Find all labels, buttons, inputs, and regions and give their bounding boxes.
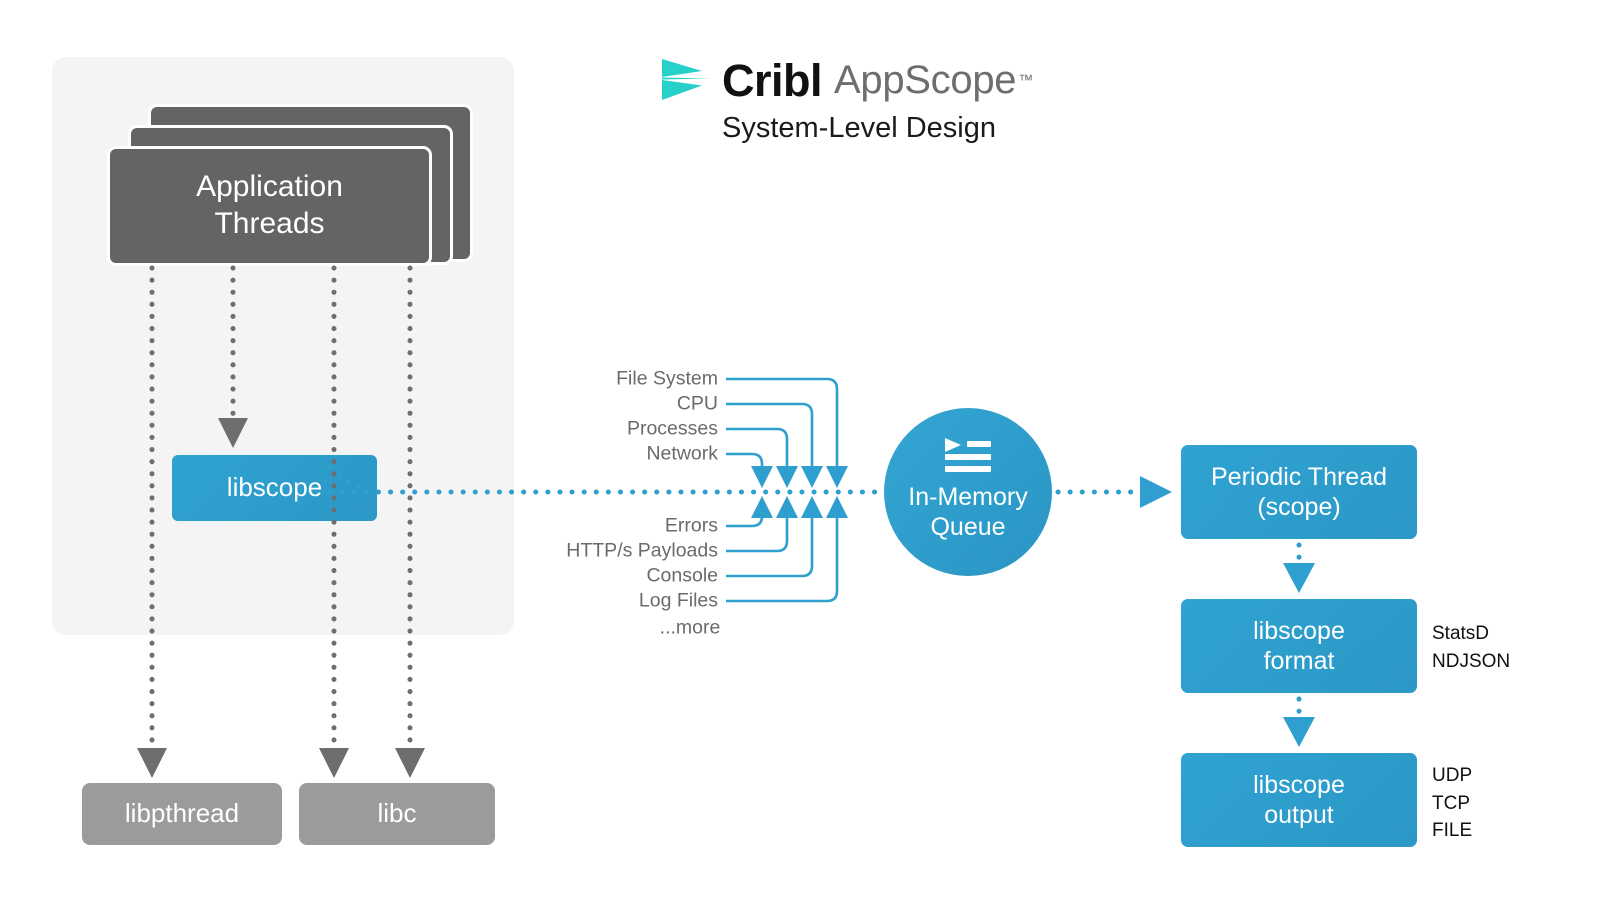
periodic-to-format-connector: [1283, 542, 1315, 593]
source-label-http-payloads: HTTP/s Payloads: [566, 539, 718, 562]
cribl-triangles-logo-icon: [662, 59, 710, 100]
queue-to-periodic-connector: [1055, 476, 1172, 508]
queue-line1: In-Memory: [908, 483, 1028, 511]
brand-logo: Cribl AppScope ™: [660, 52, 1033, 108]
arrowhead-to-libpthread: [137, 748, 167, 778]
libscope-output-line1: libscope: [1253, 770, 1345, 799]
brand-name: Cribl: [722, 54, 823, 106]
periodic-thread-label: Periodic Thread (scope): [1211, 462, 1387, 523]
libc-label: libc: [377, 798, 417, 829]
output-notes: UDP TCP FILE: [1432, 765, 1473, 842]
libscope-output-box: libscope output: [1181, 753, 1417, 847]
libscope-output-label: libscope output: [1253, 770, 1345, 831]
source-label-more: ...more: [659, 616, 721, 639]
periodic-thread-line2: (scope): [1257, 493, 1341, 521]
libc-box: libc: [299, 783, 495, 845]
libscope-format-line1: libscope: [1253, 616, 1345, 645]
application-threads-label: Application Threads: [196, 169, 343, 242]
arrowhead-to-libc-right: [395, 748, 425, 778]
queue-line2: Queue: [930, 513, 1006, 541]
arrowheads-below: [751, 496, 848, 518]
arrowheads-above: [751, 466, 848, 488]
source-label-log-files: Log Files: [638, 589, 718, 612]
source-label-network: Network: [646, 442, 718, 465]
libpthread-label: libpthread: [124, 798, 240, 829]
libscope-format-line2: format: [1263, 647, 1335, 675]
brand-product: AppScope: [834, 58, 1017, 102]
page-subtitle: System-Level Design: [722, 112, 996, 144]
source-label-processes: Processes: [626, 417, 718, 440]
libpthread-box: libpthread: [82, 783, 282, 845]
in-memory-queue-label: In-Memory Queue: [908, 482, 1027, 542]
format-to-output-connector: [1283, 696, 1315, 747]
application-threads-line2: Threads: [214, 207, 325, 240]
source-label-console: Console: [646, 564, 718, 587]
application-threads-line1: Application: [196, 170, 343, 204]
libscope-box: libscope: [172, 455, 377, 521]
source-label-errors: Errors: [664, 514, 718, 537]
source-connectors-above: [726, 377, 839, 466]
libscope-format-label: libscope format: [1253, 616, 1345, 677]
libscope-output-line2: output: [1264, 801, 1334, 829]
format-notes: StatsD NDJSON: [1432, 623, 1511, 672]
source-label-cpu: CPU: [676, 392, 718, 415]
periodic-thread-line1: Periodic Thread: [1210, 462, 1388, 491]
source-connectors-below: [726, 514, 839, 603]
in-memory-queue-node: In-Memory Queue: [884, 408, 1052, 576]
libscope-format-box: libscope format: [1181, 599, 1417, 693]
trademark-symbol: ™: [1018, 71, 1034, 89]
application-threads-box: Application Threads: [107, 146, 432, 266]
periodic-thread-box: Periodic Thread (scope): [1181, 445, 1417, 539]
queue-list-icon: [945, 438, 991, 472]
libscope-label: libscope: [226, 472, 323, 503]
arrowhead-to-libc-left: [319, 748, 349, 778]
source-label-file-system: File System: [616, 367, 718, 390]
